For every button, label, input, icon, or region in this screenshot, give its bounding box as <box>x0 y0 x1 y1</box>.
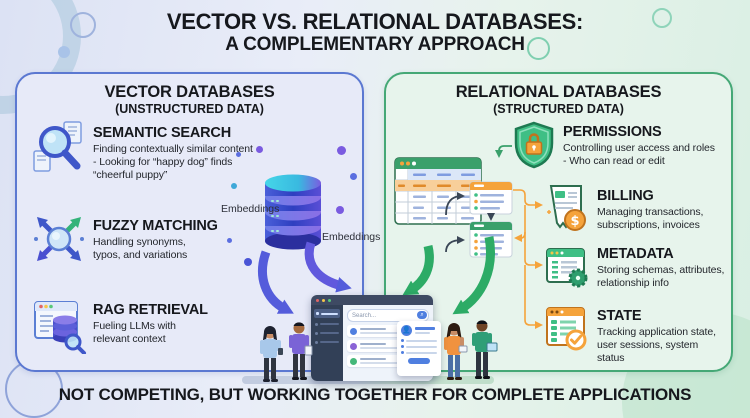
feature-desc: Tracking application state, user session… <box>597 326 716 365</box>
network-dot <box>336 206 344 214</box>
feature-title: BILLING <box>597 188 654 204</box>
sidebar-active-item <box>314 309 340 318</box>
feature-desc: Finding contextually similar content <box>93 143 253 155</box>
feature-metadata: METADATA Storing schemas, attributes, re… <box>597 246 750 290</box>
network-dot <box>350 173 357 180</box>
person-woman-orange <box>440 322 468 382</box>
record-card-green <box>469 221 513 258</box>
sidebar-item <box>315 331 339 335</box>
record-card-orange <box>469 181 513 215</box>
feature-title: FUZZY MATCHING <box>93 218 218 234</box>
person-man-purple <box>285 320 313 382</box>
profile-action-button <box>408 358 430 364</box>
network-dot <box>227 238 232 243</box>
feature-desc: Controlling user access and roles <box>563 142 715 154</box>
feature-title: PERMISSIONS <box>563 124 662 140</box>
feature-state: STATE Tracking application state, user s… <box>597 308 737 365</box>
profile-card-illustration: 👤 <box>397 321 441 376</box>
page-title-line2: A COMPLEMENTARY APPROACH <box>225 34 525 56</box>
relational-panel-header: RELATIONAL DATABASES (STRUCTURED DATA) <box>386 74 731 116</box>
window-dot-yellow <box>322 298 325 302</box>
search-placeholder: Search... <box>352 312 377 319</box>
sidebar-item <box>315 322 339 326</box>
embeddings-label-left: Embeddings <box>221 203 280 215</box>
footer-tagline: NOT COMPETING, BUT WORKING TOGETHER FOR … <box>58 385 692 404</box>
search-input: Search... ⌕ <box>347 309 429 322</box>
feature-semantic-search: SEMANTIC SEARCH Finding contextually sim… <box>93 125 271 182</box>
embeddings-label-right: Embeddings <box>322 231 381 243</box>
feature-desc: - Who can read or edit <box>563 155 665 168</box>
page-title-line1: VECTOR VS. RELATIONAL DATABASES: <box>166 9 584 34</box>
vector-panel-subtitle: (UNSTRUCTURED DATA) <box>115 102 264 116</box>
database-search-icon <box>33 298 87 354</box>
feature-title: SEMANTIC SEARCH <box>93 125 231 141</box>
vector-panel-title: VECTOR DATABASES <box>104 83 275 101</box>
expand-arrows-icon <box>33 213 85 265</box>
feature-title: RAG RETRIEVAL <box>93 302 208 318</box>
status-check-icon <box>545 306 589 354</box>
feature-title: STATE <box>597 308 642 324</box>
feature-permissions: PERMISSIONS Controlling user access and … <box>563 124 737 168</box>
shield-lock-icon <box>512 121 556 169</box>
invoice-dollar-icon: $ <box>545 184 589 232</box>
feature-desc: Handling synonyms, typos, and variations <box>93 236 188 262</box>
feature-title: METADATA <box>597 246 674 262</box>
profile-avatar: 👤 <box>401 325 412 336</box>
feature-billing: BILLING Managing transactions, subscript… <box>597 188 737 232</box>
network-dot <box>244 258 252 266</box>
feature-desc: Storing schemas, attributes, relationshi… <box>597 264 725 290</box>
window-dot-green <box>328 298 331 302</box>
schema-gear-icon <box>545 245 589 289</box>
svg-text:$: $ <box>570 214 579 229</box>
page-title: VECTOR VS. RELATIONAL DATABASES: A COMPL… <box>0 9 750 56</box>
feature-desc: Fueling LLMs with relevant context <box>93 320 176 346</box>
network-dot <box>231 183 237 189</box>
app-window-titlebar <box>311 295 433 305</box>
feature-desc: Managing transactions, subscriptions, in… <box>597 206 704 232</box>
network-dot <box>236 152 241 157</box>
network-dot <box>337 146 346 155</box>
vector-panel-header: VECTOR DATABASES (UNSTRUCTURED DATA) <box>17 74 362 116</box>
sidebar-item <box>315 340 339 344</box>
feature-desc: - Looking for “happy dog” finds “cheerfu… <box>93 156 233 182</box>
search-icon: ⌕ <box>417 311 427 319</box>
relational-panel-title: RELATIONAL DATABASES <box>455 83 662 101</box>
feature-fuzzy-matching: FUZZY MATCHING Handling synonyms, typos,… <box>93 218 223 262</box>
person-man-green <box>468 318 498 382</box>
vector-database-cylinder <box>264 174 322 252</box>
relational-panel-subtitle: (STRUCTURED DATA) <box>493 102 624 116</box>
feature-rag-retrieval: RAG RETRIEVAL Fueling LLMs with relevant… <box>93 302 223 346</box>
app-sidebar <box>311 305 343 381</box>
network-dot <box>256 146 263 153</box>
window-dot-red <box>316 298 319 302</box>
magnifier-documents-icon <box>32 120 86 176</box>
person-woman-blue <box>256 325 284 383</box>
